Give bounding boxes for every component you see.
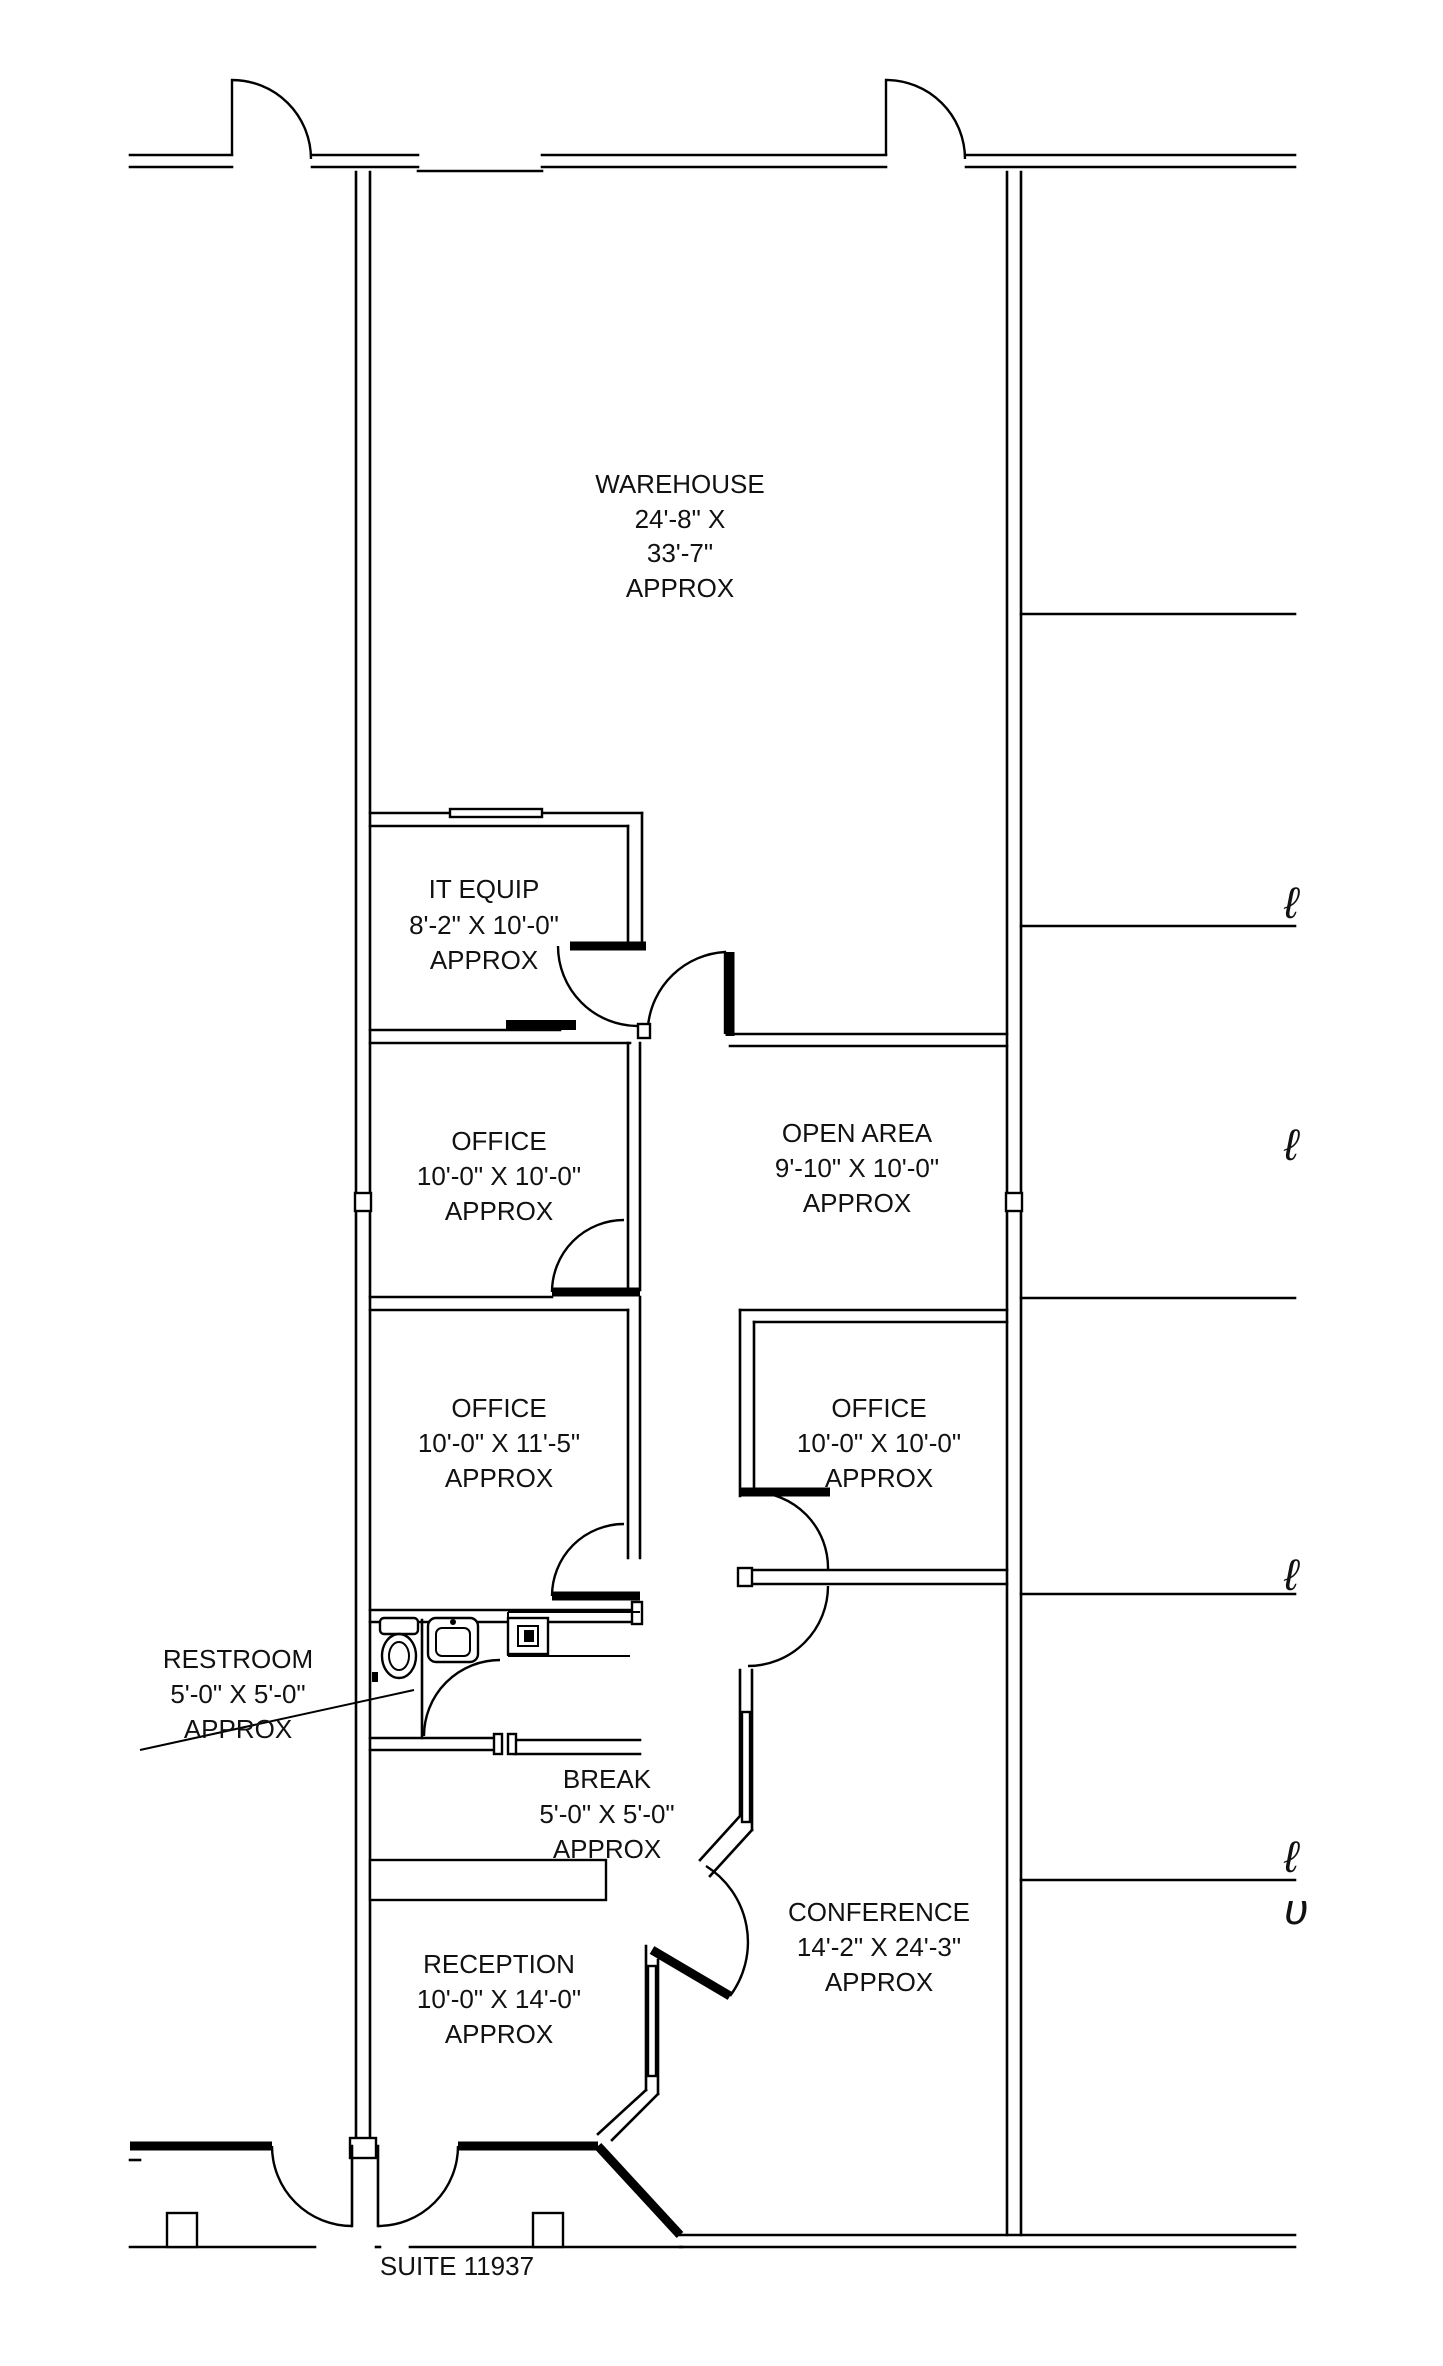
office-2-dims: 10'-0" X 11'-5" — [418, 1428, 580, 1458]
office-3-name: OFFICE — [831, 1393, 926, 1423]
sink-icon — [426, 1616, 480, 1664]
door-swing-icon — [636, 950, 1009, 1048]
door-swing-icon — [884, 78, 967, 160]
door-swing-icon — [422, 1658, 501, 1737]
conference-dims: 14'-2" X 24'-3" — [797, 1932, 961, 1962]
office-3-label: OFFICE 10'-0" X 10'-0" APPROX — [797, 1393, 961, 1493]
door-swing-icon — [550, 1218, 625, 1293]
door-swing-icon — [556, 945, 639, 1028]
sink-icon — [506, 1611, 640, 1657]
svg-text:ℓ: ℓ — [1283, 1833, 1300, 1882]
conference-label: CONFERENCE 14'-2" X 24'-3" APPROX — [788, 1897, 970, 1997]
office-1-approx: APPROX — [445, 1196, 553, 1226]
door-swing-icon — [376, 2144, 460, 2228]
office-2-walls — [368, 1295, 644, 1626]
reception-dims: 10'-0" X 14'-0" — [417, 1984, 581, 2014]
reception-approx: APPROX — [445, 2019, 553, 2049]
door-swing-icon — [747, 1585, 830, 1668]
office-1-label: OFFICE 10'-0" X 10'-0" APPROX — [417, 1126, 581, 1226]
office-1-walls — [368, 1041, 642, 1312]
warehouse-name: WAREHOUSE — [595, 469, 765, 499]
door-swing-icon — [270, 2144, 354, 2228]
door-swing-icon — [550, 1522, 625, 1597]
conference-walls — [596, 1668, 754, 2142]
break-label: BREAK 5'-0" X 5'-0" APPROX — [539, 1764, 674, 1864]
it-equip-label: IT EQUIP 8'-2" X 10'-0" APPROX — [409, 874, 559, 975]
it-equip-dims: 8'-2" X 10'-0" — [409, 910, 559, 940]
open-area-label: OPEN AREA 9'-10" X 10'-0" APPROX — [775, 1118, 939, 1218]
office-2-approx: APPROX — [445, 1463, 553, 1493]
svg-text:ℓ: ℓ — [1283, 879, 1300, 928]
door-swing-icon — [230, 78, 313, 160]
warehouse-dim1: 24'-8" X — [635, 504, 726, 534]
conference-name: CONFERENCE — [788, 1897, 970, 1927]
break-name: BREAK — [563, 1764, 652, 1794]
reception-name: RECEPTION — [423, 1949, 575, 1979]
exterior-walls — [128, 153, 1297, 2249]
door-swing-icon — [751, 1490, 830, 1571]
adjacent-suite-walls: ℓ ℓ ℓ ℓ ʋ — [1019, 612, 1308, 1934]
counter — [368, 1858, 608, 1902]
svg-text:ʋ: ʋ — [1284, 1885, 1308, 1934]
restroom-label: RESTROOM 5'-0" X 5'-0" APPROX — [163, 1644, 313, 1744]
office-3-approx: APPROX — [825, 1463, 933, 1493]
open-area-name: OPEN AREA — [782, 1118, 933, 1148]
toilet-icon — [378, 1616, 420, 1680]
conference-approx: APPROX — [825, 1967, 933, 1997]
warehouse-label: WAREHOUSE 24'-8" X 33'-7" APPROX — [595, 469, 765, 603]
restroom-leader-line — [139, 1689, 415, 1751]
restroom-name: RESTROOM — [163, 1644, 313, 1674]
window-icon — [740, 1710, 752, 1824]
it-equip-walls — [368, 807, 646, 1045]
svg-text:ℓ: ℓ — [1283, 1121, 1300, 1170]
open-area-dims: 9'-10" X 10'-0" — [775, 1153, 939, 1183]
office-3-dims: 10'-0" X 10'-0" — [797, 1428, 961, 1458]
office-1-dims: 10'-0" X 10'-0" — [417, 1161, 581, 1191]
grab-bar — [372, 1672, 378, 1682]
it-equip-name: IT EQUIP — [429, 874, 540, 904]
restroom-approx: APPROX — [184, 1714, 292, 1744]
open-area-approx: APPROX — [803, 1188, 911, 1218]
break-dims: 5'-0" X 5'-0" — [539, 1799, 674, 1829]
restroom-dims: 5'-0" X 5'-0" — [170, 1679, 305, 1709]
reception-label: RECEPTION 10'-0" X 14'-0" APPROX — [417, 1949, 581, 2049]
it-equip-approx: APPROX — [430, 945, 538, 975]
warehouse-dim2: 33'-7" — [647, 538, 713, 568]
office-2-name: OFFICE — [451, 1393, 546, 1423]
break-approx: APPROX — [553, 1834, 661, 1864]
svg-text:ℓ: ℓ — [1283, 1551, 1300, 1600]
office-2-label: OFFICE 10'-0" X 11'-5" APPROX — [418, 1393, 580, 1493]
window-icon — [646, 1964, 658, 2078]
office-1-name: OFFICE — [451, 1126, 546, 1156]
suite-label: SUITE 11937 — [380, 2251, 534, 2281]
warehouse-approx: APPROX — [626, 573, 734, 603]
restroom-walls — [368, 1618, 642, 1756]
